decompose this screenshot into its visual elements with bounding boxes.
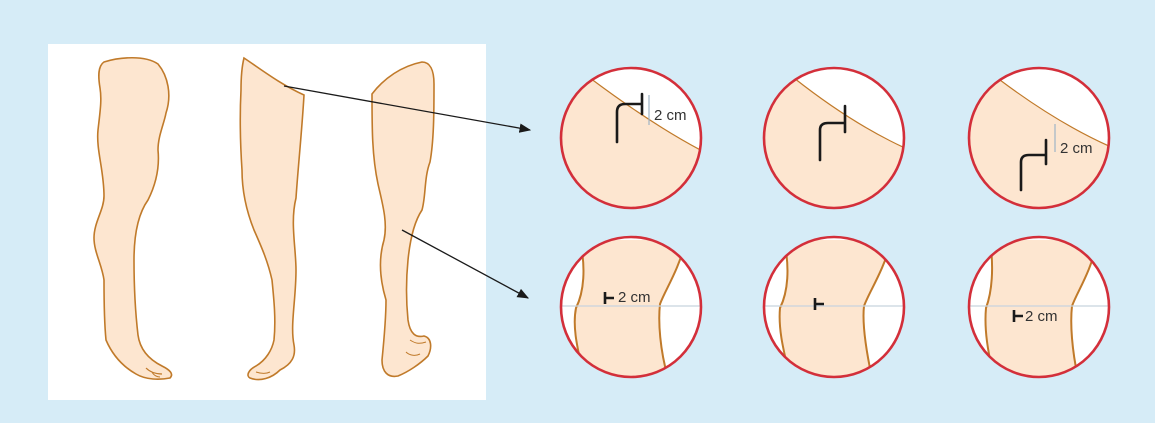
bottom-circle-2 bbox=[764, 237, 904, 378]
bottom-circle-1: 2 cm bbox=[560, 237, 702, 378]
label-2cm: 2 cm bbox=[1025, 308, 1058, 325]
label-2cm: 2 cm bbox=[618, 289, 651, 306]
label-2cm: 2 cm bbox=[1060, 140, 1093, 157]
label-2cm: 2 cm bbox=[654, 107, 687, 124]
bottom-circle-3: 2 cm bbox=[968, 237, 1110, 378]
